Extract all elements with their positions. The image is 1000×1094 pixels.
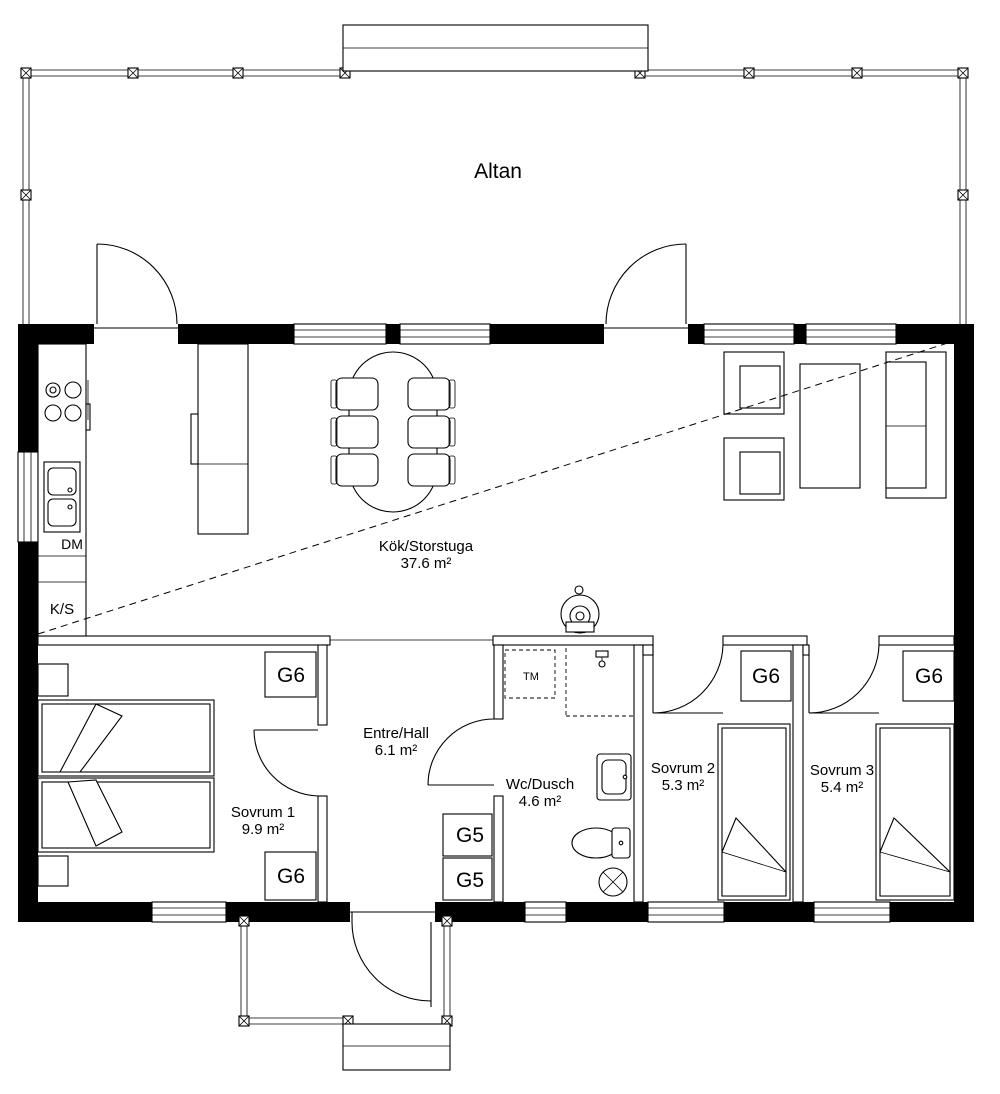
door-sovrum2: [652, 644, 724, 714]
room-name-sovrum3: Sovrum 3: [810, 762, 874, 779]
stove-icon: [44, 380, 89, 422]
interior-walls: [37, 635, 955, 903]
label-fridge-freezer: K/S: [50, 601, 74, 618]
label-g6-s1-bottom: G6: [277, 865, 305, 888]
wardrobe-g6-s2: [740, 650, 792, 702]
door-entrance: [350, 911, 435, 1007]
room-name-wc: Wc/Dusch: [506, 776, 574, 793]
label-washing-machine: TM: [523, 671, 539, 683]
bed-sovrum2: [717, 723, 791, 901]
door-deck-right: [604, 243, 688, 329]
room-name-entre: Entre/Hall: [363, 725, 429, 742]
armchair-top: [723, 351, 785, 415]
label-dishwasher: DM: [61, 536, 83, 552]
door-wc: [427, 718, 495, 786]
door-sovrum1: [253, 729, 319, 797]
room-name-kok: Kök/Storstuga: [379, 538, 474, 555]
label-g6-s3: G6: [915, 665, 943, 688]
sovrum1-furniture: [37, 663, 215, 887]
washbasin-icon: [596, 753, 632, 801]
room-name-sovrum1: Sovrum 1: [231, 804, 295, 821]
shower-area: [504, 648, 634, 717]
entrance-porch: [238, 915, 453, 1071]
sink-icon: [47, 467, 77, 527]
wardrobe-g5-bottom: [442, 857, 493, 901]
wardrobe-g5-top: [442, 813, 493, 857]
label-g5-bottom: G5: [456, 869, 484, 892]
door-deck-left: [94, 243, 178, 329]
label-g6-s1-top: G6: [277, 664, 305, 687]
wardrobe-g6-s3: [902, 650, 955, 702]
room-area-kok: 37.6 m²: [401, 555, 452, 572]
room-area-sovrum1: 9.9 m²: [242, 821, 285, 838]
room-area-wc: 4.6 m²: [519, 793, 562, 810]
room-area-sovrum2: 5.3 m²: [662, 777, 705, 794]
wardrobe-g6-s1-top: [264, 651, 317, 698]
kitchen-island: [190, 343, 249, 535]
floor-drain-icon: [598, 867, 628, 897]
room-area-entre: 6.1 m²: [375, 742, 418, 759]
shower-head-icon: [595, 650, 609, 668]
bed-sovrum3: [875, 723, 955, 901]
label-g6-s2: G6: [752, 665, 780, 688]
toilet-icon: [571, 827, 631, 859]
room-name-altan: Altan: [474, 160, 522, 183]
room-name-sovrum2: Sovrum 2: [651, 760, 715, 777]
ceiling-slope-line: [37, 340, 955, 635]
dining-chairs: [330, 377, 456, 487]
door-sovrum3: [808, 644, 880, 714]
sofa: [885, 351, 947, 499]
deck-steps: [342, 24, 649, 72]
fireplace-icon: [560, 585, 600, 634]
windows: [17, 323, 897, 923]
coffee-table: [799, 363, 861, 489]
wardrobe-g6-s1-bottom: [264, 851, 317, 901]
armchair-bottom: [723, 437, 785, 501]
room-area-sovrum3: 5.4 m²: [821, 779, 864, 796]
label-g5-top: G5: [456, 824, 484, 847]
exterior-walls: [18, 324, 974, 922]
deck-railing: [20, 67, 969, 325]
